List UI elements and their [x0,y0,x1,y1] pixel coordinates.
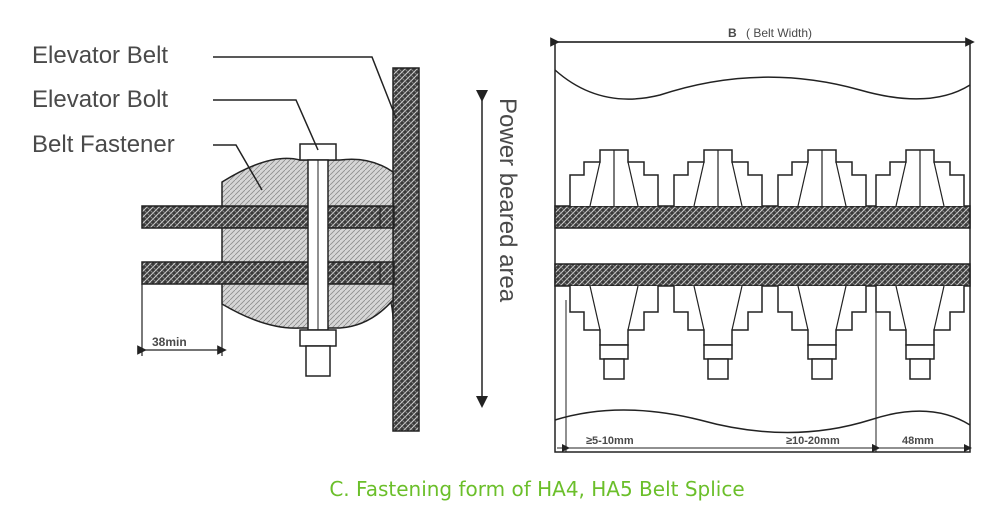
lower-fasteners [569,285,965,380]
vertical-belt [392,67,420,432]
left-cross-section: 38min Elevator Belt Elevator Bolt Belt F… [32,42,420,432]
leader-belt-fastener [213,144,263,191]
leader-elevator-belt [213,56,397,119]
bolt-nut [299,329,337,347]
dim-5-10mm: ≥5-10mm [586,435,634,447]
label-elevator-bolt: Elevator Bolt [32,86,168,113]
dim-10-20mm: ≥10-20mm [786,435,840,447]
dim-38min: 38min [152,335,187,349]
break-line-bottom [554,409,971,434]
right-plan-view: B ( Belt Width) [550,26,975,453]
label-power-beared-area: Power beared area [494,98,521,303]
upper-belt-strip [554,205,971,229]
width-label: ( Belt Width) [746,26,812,40]
bolt-tail [305,345,331,377]
width-symbol: B [728,26,737,40]
belt-outline [554,41,971,453]
lower-belt-strip [554,263,971,287]
bolt-head-top [299,143,337,161]
label-belt-fastener: Belt Fastener [32,131,175,158]
figure-caption: C. Fastening form of HA4, HA5 Belt Splic… [329,477,744,501]
leader-elevator-bolt [213,99,319,151]
break-line-top [554,69,971,100]
upper-fasteners [569,149,965,207]
power-area-indicator: Power beared area [476,90,521,408]
label-elevator-belt: Elevator Belt [32,42,168,69]
lower-horizontal-belt [141,261,395,285]
dim-48mm: 48mm [902,435,934,447]
upper-horizontal-belt [141,205,395,229]
